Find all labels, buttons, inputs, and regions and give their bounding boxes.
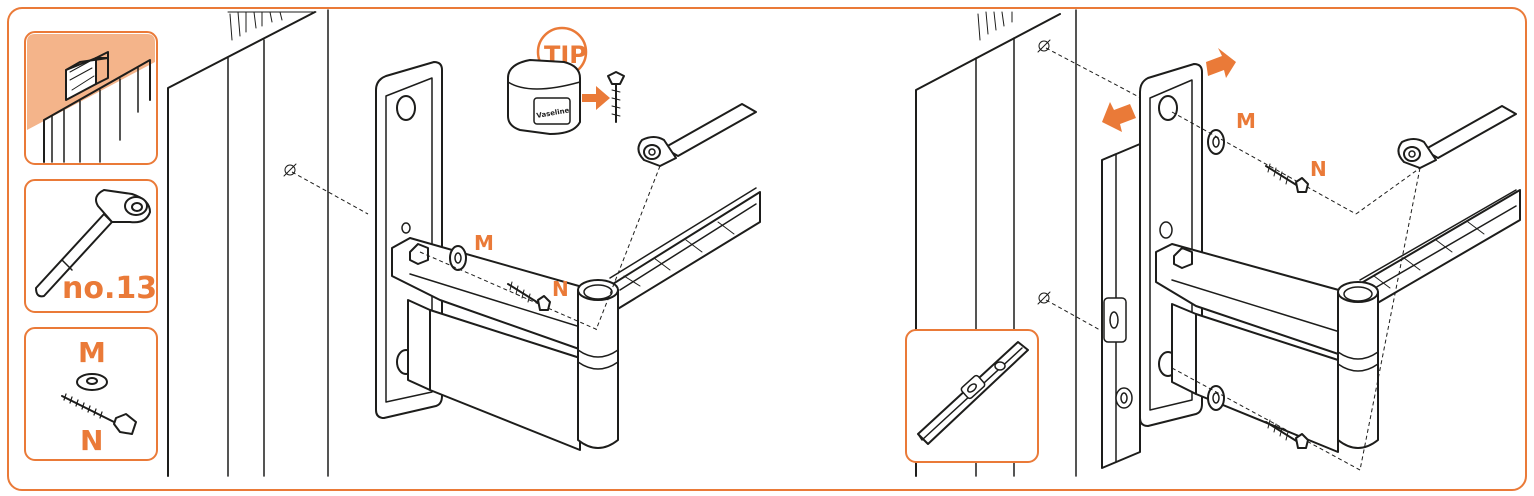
step2-illustration: M N (905, 9, 1521, 477)
arrow-icon (582, 86, 610, 110)
socket-wrench-icon (1397, 105, 1517, 169)
screw-icon (607, 71, 625, 123)
drill-point-icon (1037, 291, 1051, 305)
tool-label: no.13 (62, 271, 157, 306)
screw-label: N (80, 424, 103, 457)
step1-washer-label: M (474, 231, 494, 255)
spirit-level-icon (1101, 143, 1141, 469)
washer-icon (1207, 385, 1225, 411)
level-inset-panel (905, 329, 1039, 463)
washer-icon (76, 373, 108, 391)
socket-wrench-icon (637, 103, 757, 167)
step1-screw-label: N (552, 277, 569, 301)
wrench-panel: no.13 (24, 179, 158, 313)
socket-wrench-icon (35, 189, 151, 298)
parts-panel: M N (24, 327, 158, 461)
spirit-level-icon (917, 341, 1029, 445)
washer-icon (449, 245, 467, 271)
arrow-icon (1102, 102, 1136, 132)
screw-icon (1265, 163, 1309, 193)
washer-label: M (78, 336, 106, 369)
wood-post-icon (43, 51, 151, 163)
vaseline-jar-icon: Vaseline (507, 59, 581, 135)
step1-illustration: M N TIP Vaseline (167, 9, 761, 477)
sidebar: no.13 M N (24, 31, 158, 461)
bracket-arm (391, 187, 761, 451)
bracket-arm (1155, 189, 1521, 453)
step2-screw-label: N (1310, 157, 1327, 181)
arrow-icon (1206, 48, 1236, 78)
screw-icon (507, 281, 551, 311)
step2-washer-label: M (1236, 109, 1256, 133)
washer-icon (1207, 129, 1225, 155)
post-panel (24, 31, 158, 165)
wall-panel (167, 9, 329, 477)
drill-point-icon (283, 163, 297, 177)
screw-icon (1265, 419, 1309, 449)
screw-icon (61, 393, 137, 435)
drill-point-icon (1037, 39, 1051, 53)
